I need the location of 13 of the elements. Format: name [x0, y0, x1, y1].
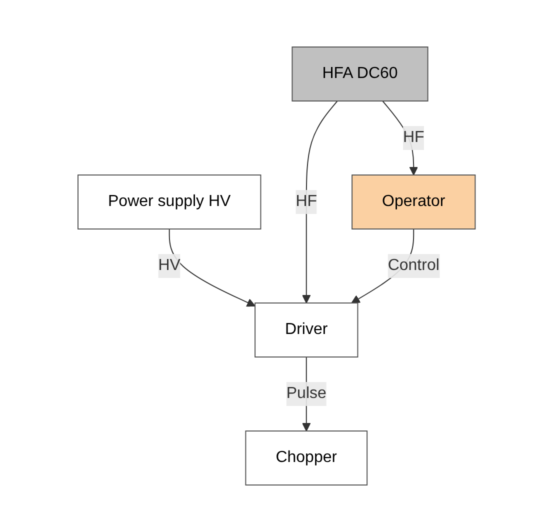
edge-label: HF	[403, 128, 425, 146]
node-box: Driver	[254, 302, 359, 357]
node-box: Chopper	[246, 430, 368, 485]
node-box: HFA DC60	[292, 46, 429, 101]
arrow	[169, 228, 256, 306]
arrow	[302, 100, 338, 303]
edge-label: Control	[388, 256, 440, 274]
node-box: Power supply HV	[78, 174, 262, 229]
edge-label: HV	[158, 256, 181, 274]
node-box: Operator	[352, 174, 476, 229]
arrow	[382, 100, 418, 175]
edge-label: HF	[296, 192, 318, 210]
edge-label: Pulse	[286, 384, 327, 402]
